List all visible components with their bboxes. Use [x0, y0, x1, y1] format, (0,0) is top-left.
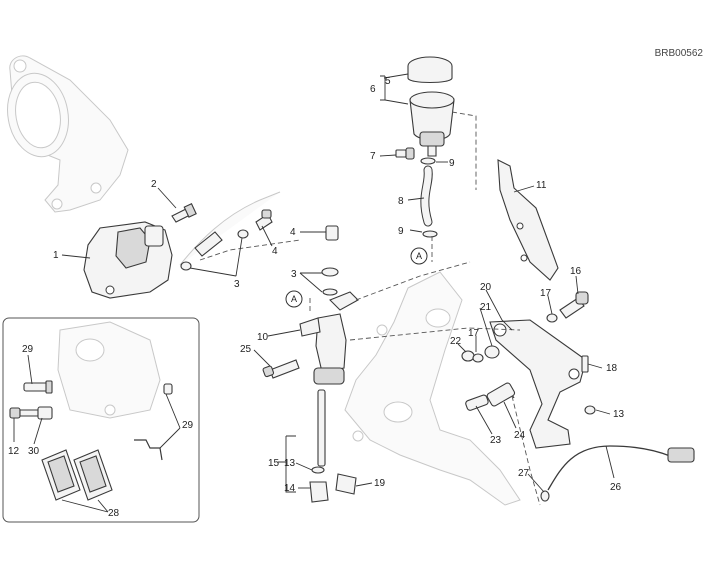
- label-part-12: 12: [8, 446, 20, 457]
- leader-lines: [13, 73, 615, 513]
- master-cylinder-hose-fitting: [321, 225, 339, 296]
- sealing-washer: [180, 261, 192, 271]
- label-part-28: 28: [108, 508, 120, 519]
- footrest-bracket: [344, 271, 521, 506]
- svg-text:A: A: [416, 251, 422, 261]
- caliper-bolt: [171, 203, 197, 223]
- label-part-4: 4: [272, 246, 278, 257]
- label-part-27: 27: [518, 468, 530, 479]
- callout-a-master: A: [285, 290, 303, 308]
- label-part-5: 5: [385, 76, 391, 87]
- bleed-valve: [9, 406, 53, 420]
- pad-spring: [134, 383, 173, 461]
- label-part-6: 6: [370, 84, 376, 95]
- rear-brake-caliper: [83, 221, 173, 299]
- hose-clamp: [422, 230, 438, 238]
- label-part-19: 19: [374, 478, 386, 489]
- label-part-3: 3: [234, 279, 240, 290]
- pedal-washer: [472, 353, 484, 363]
- assembly-line: [355, 261, 471, 301]
- label-part-14: 14: [284, 483, 296, 494]
- label-part-22: 22: [450, 336, 462, 347]
- rear-master-cylinder: [299, 291, 359, 385]
- label-part-29: 29: [182, 420, 194, 431]
- stop-switch-cable: [540, 445, 695, 502]
- label-part-13: 13: [284, 458, 296, 469]
- callout-a-hose: A: [410, 247, 428, 265]
- label-part-23: 23: [490, 435, 502, 446]
- label-part-18: 18: [606, 363, 618, 374]
- banjo-bolt: [255, 209, 273, 231]
- part-labels: 1 2 3 4 4 3 5 6 7 9 8 9 11 10 25 16 17 2…: [8, 76, 625, 519]
- label-part-1: 1: [53, 250, 59, 261]
- label-part-9: 9: [398, 226, 404, 237]
- stop-light-switch: [465, 394, 489, 411]
- pedal-bushing: [461, 350, 475, 362]
- pedal-bushing: [484, 345, 500, 359]
- assembly-line: [451, 111, 477, 190]
- label-part-2: 2: [151, 179, 157, 190]
- assembly-line: [199, 239, 301, 261]
- label-part-17: 17: [540, 288, 552, 299]
- sealing-washer: [237, 229, 249, 239]
- label-part-20: 20: [480, 282, 492, 293]
- svg-text:A: A: [291, 294, 297, 304]
- label-part-4: 4: [290, 227, 296, 238]
- clevis-pin: [335, 473, 357, 495]
- return-spring: [486, 382, 516, 407]
- hose-clamp: [420, 157, 436, 165]
- label-part-16: 16: [570, 266, 582, 277]
- label-part-15: 15: [268, 458, 280, 469]
- assembly-line: [511, 395, 541, 506]
- push-rod: [309, 389, 329, 503]
- label-part-13: 13: [613, 409, 625, 420]
- pad-pin: [23, 380, 53, 394]
- label-part-24: 24: [514, 430, 526, 441]
- drawing-code: BRB00562: [655, 48, 704, 59]
- label-part-21: 21: [480, 302, 492, 313]
- label-part-30: 30: [28, 446, 40, 457]
- pedal-stop-bolt: [581, 355, 589, 373]
- reservoir-hose: [420, 165, 433, 227]
- label-part-3: 3: [291, 269, 297, 280]
- label-part-7: 7: [370, 151, 376, 162]
- caliper-brake-hose: [179, 191, 281, 266]
- pedal-washer: [546, 313, 558, 323]
- label-part-11: 11: [536, 180, 547, 191]
- label-part-17: 17: [468, 328, 480, 339]
- reservoir-screw: [395, 147, 415, 160]
- pedal-pivot-bolt: [559, 291, 589, 319]
- master-cylinder-bolt: [262, 359, 300, 379]
- label-part-8: 8: [398, 196, 404, 207]
- label-part-10: 10: [257, 332, 269, 343]
- brake-fluid-reservoir: [407, 56, 455, 157]
- label-part-9: 9: [449, 158, 455, 169]
- brake-pads: [41, 449, 113, 501]
- reservoir-bracket: [497, 159, 559, 281]
- assembly-line: [349, 327, 521, 341]
- nut: [584, 405, 596, 415]
- label-part-26: 26: [610, 482, 622, 493]
- caliper-bracket: [7, 55, 129, 213]
- label-part-25: 25: [240, 344, 252, 355]
- label-part-29: 29: [22, 344, 34, 355]
